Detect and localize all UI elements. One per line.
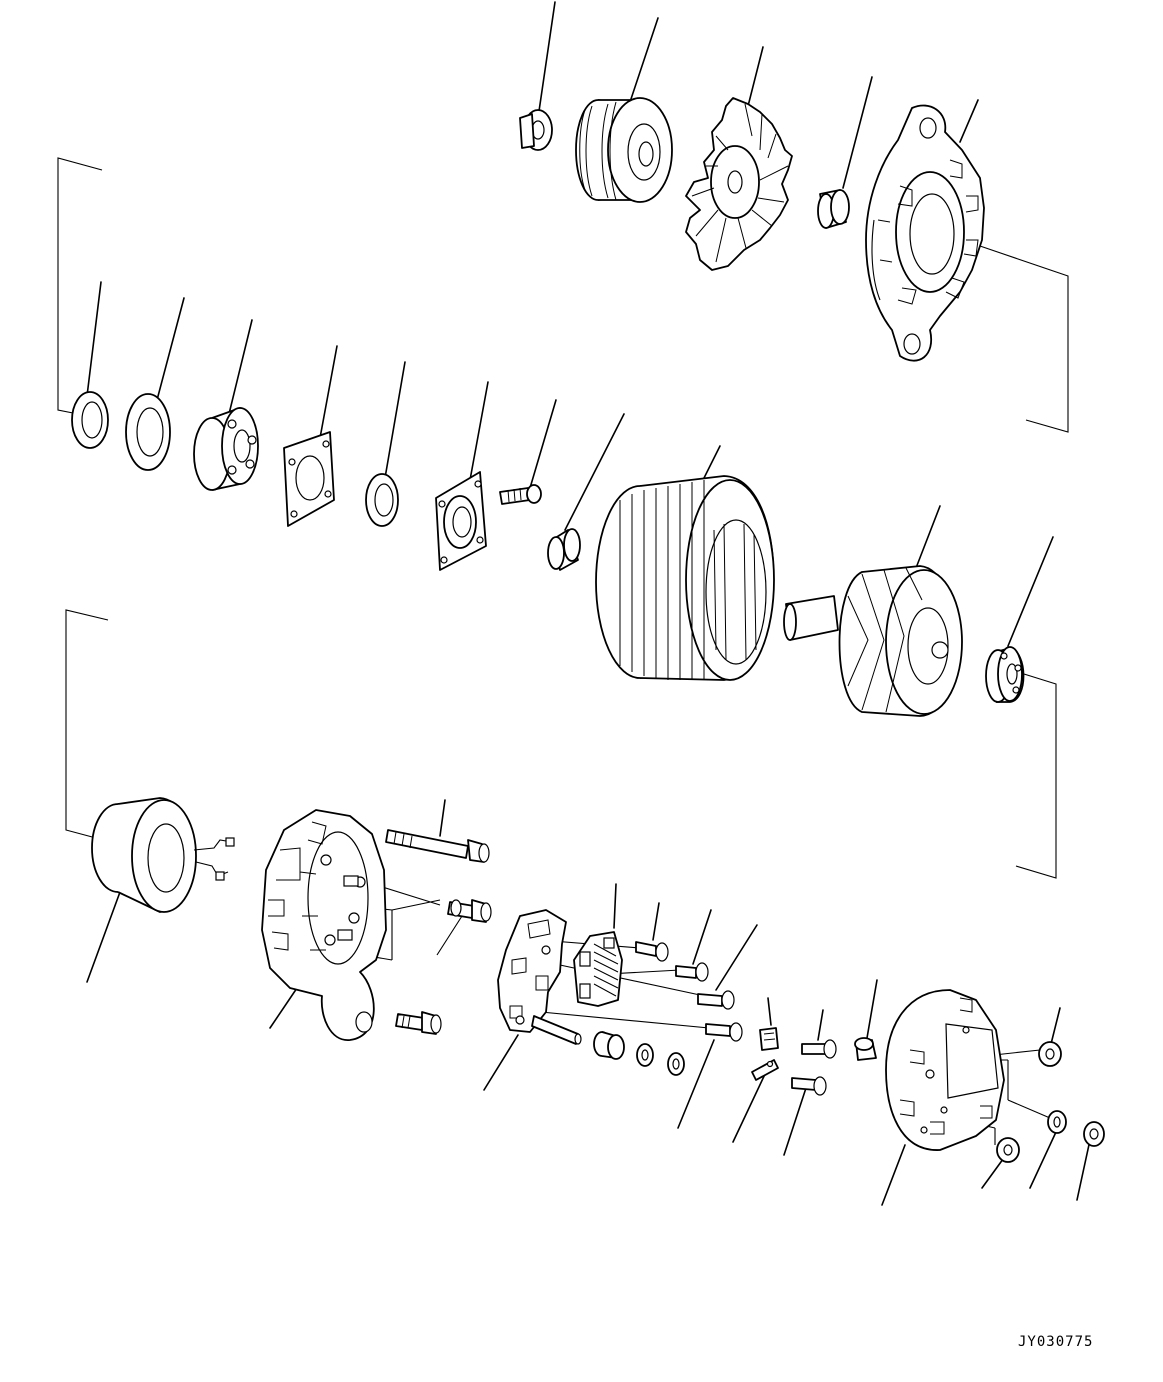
terminal-nut xyxy=(667,1052,685,1076)
cover-nut-4 xyxy=(1083,1121,1105,1147)
sleeve-collar xyxy=(854,1037,877,1061)
pulley-nut xyxy=(519,109,553,151)
oil-seal xyxy=(365,473,399,527)
front-bearing xyxy=(193,407,259,491)
rectifier xyxy=(573,931,623,1007)
bracket-bolt xyxy=(395,1011,442,1035)
brush-holder xyxy=(497,909,567,1033)
insulating-washer xyxy=(636,1043,654,1067)
bracket-frames xyxy=(57,157,1069,879)
bearing-cover xyxy=(435,471,487,571)
rectifier-screw-3 xyxy=(697,990,735,1010)
bearing-retainer-plate xyxy=(283,431,335,527)
rear-housing xyxy=(261,809,387,1041)
rear-cover xyxy=(885,989,1005,1151)
terminal-screw-2 xyxy=(791,1076,827,1096)
brush-pin xyxy=(531,1015,582,1045)
rotor xyxy=(783,565,963,717)
cooling-fan xyxy=(685,97,793,271)
rectifier-screw-1 xyxy=(635,941,669,962)
pulley xyxy=(575,97,673,203)
cover-nut-3 xyxy=(996,1137,1020,1163)
drawing-code: JY030775 xyxy=(1018,1334,1094,1350)
stator xyxy=(595,475,775,681)
spacer-ring xyxy=(547,528,581,571)
cover-screw xyxy=(499,484,542,505)
rectifier-screw-2 xyxy=(675,962,709,982)
front-housing xyxy=(865,104,985,362)
thrust-washer xyxy=(125,393,171,471)
terminal-screw-1 xyxy=(801,1039,837,1059)
mounting-bolt xyxy=(447,899,492,923)
seal-ring-1 xyxy=(71,391,109,449)
through-bolt xyxy=(385,829,490,863)
terminal-clip xyxy=(759,1027,779,1051)
cover-nut-2 xyxy=(1047,1110,1067,1134)
field-coil xyxy=(91,797,235,913)
rectifier-screw-4 xyxy=(705,1022,743,1042)
rear-bearing xyxy=(985,646,1025,703)
spacer-collar xyxy=(817,189,850,229)
insulator-bushing xyxy=(593,1031,625,1060)
terminal-bracket xyxy=(751,1059,779,1081)
cover-nut-1 xyxy=(1038,1041,1062,1067)
